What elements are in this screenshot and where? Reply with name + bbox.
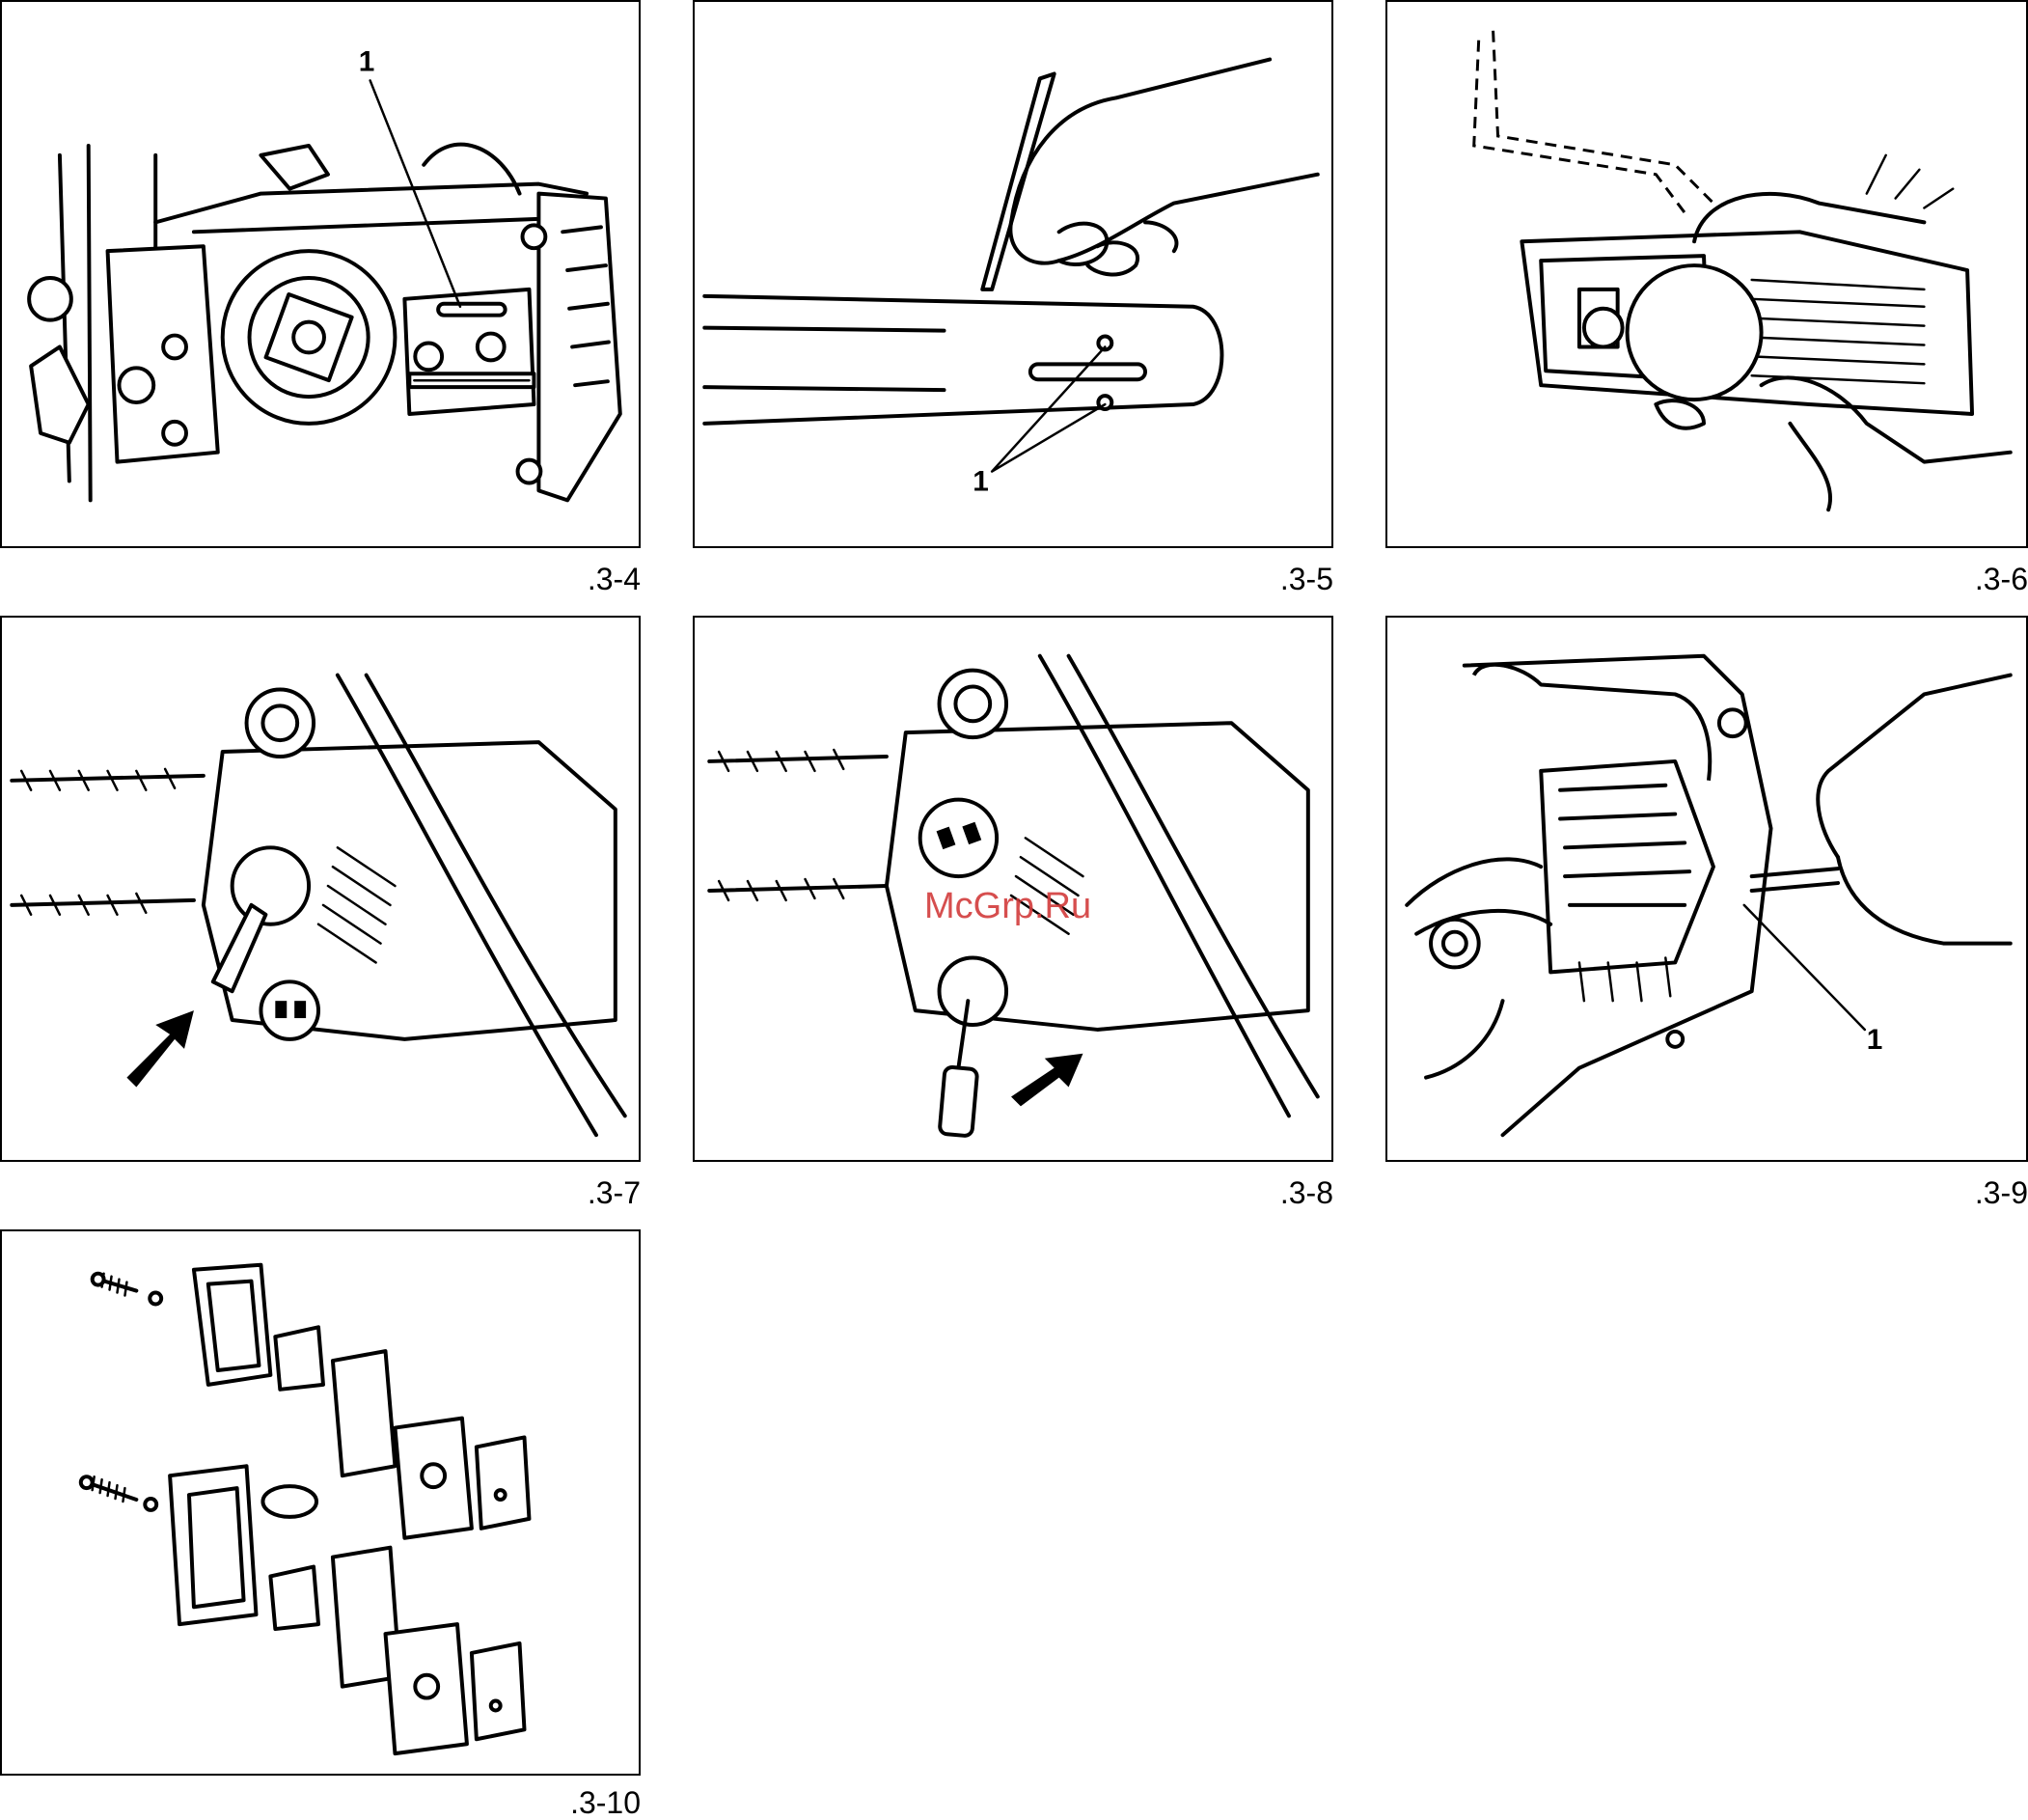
figure-3-6-panel: [1385, 0, 2028, 548]
saw-chain-lower: [709, 886, 887, 891]
figure-3-9-caption: .3-9: [1928, 1177, 2028, 1208]
screwdriver-handle: [940, 1066, 978, 1136]
figure-3-5-caption: .3-5: [1233, 564, 1333, 594]
adjustment-port: [940, 957, 1007, 1025]
guide-bar: [704, 296, 1221, 424]
figure-3-4-caption: .3-4: [540, 564, 641, 594]
figure-3-7-panel: [0, 616, 641, 1162]
figure-3-10-panel: [0, 1229, 641, 1776]
sprocket-cover: [1628, 265, 1762, 400]
arrow-icon: [1011, 1054, 1083, 1107]
saw-chain-upper: [12, 776, 204, 781]
figure-3-6-caption: .3-6: [1928, 564, 2028, 594]
figure-3-4-panel: 1: [0, 0, 641, 548]
figure-3-7-illustration: [2, 618, 639, 1160]
figure-3-9-illustration: 1: [1387, 618, 2026, 1160]
callout-number: 1: [1867, 1024, 1883, 1056]
file-gauge-tool: [982, 73, 1054, 289]
saw-chain-upper: [709, 757, 887, 761]
callout-number: 1: [359, 45, 375, 77]
figure-3-9-panel: 1: [1385, 616, 2028, 1162]
figure-3-10-caption: .3-10: [525, 1787, 641, 1818]
spark-plug-port: [233, 847, 309, 924]
figure-3-4-illustration: 1: [2, 2, 639, 546]
callout-number: 1: [973, 465, 989, 497]
watermark-text: McGrp.Ru: [924, 886, 1091, 927]
figure-3-5-illustration: 1: [695, 2, 1331, 546]
arrow-icon: [126, 1010, 194, 1087]
saw-chain-lower: [12, 900, 194, 905]
figure-3-10-illustration: [2, 1231, 639, 1774]
figure-3-6-illustration: [1387, 2, 2026, 546]
figure-3-7-caption: .3-7: [540, 1177, 641, 1208]
inner-housing: [1541, 761, 1713, 972]
figure-3-5-panel: 1: [693, 0, 1333, 548]
figure-3-8-caption: .3-8: [1233, 1177, 1333, 1208]
